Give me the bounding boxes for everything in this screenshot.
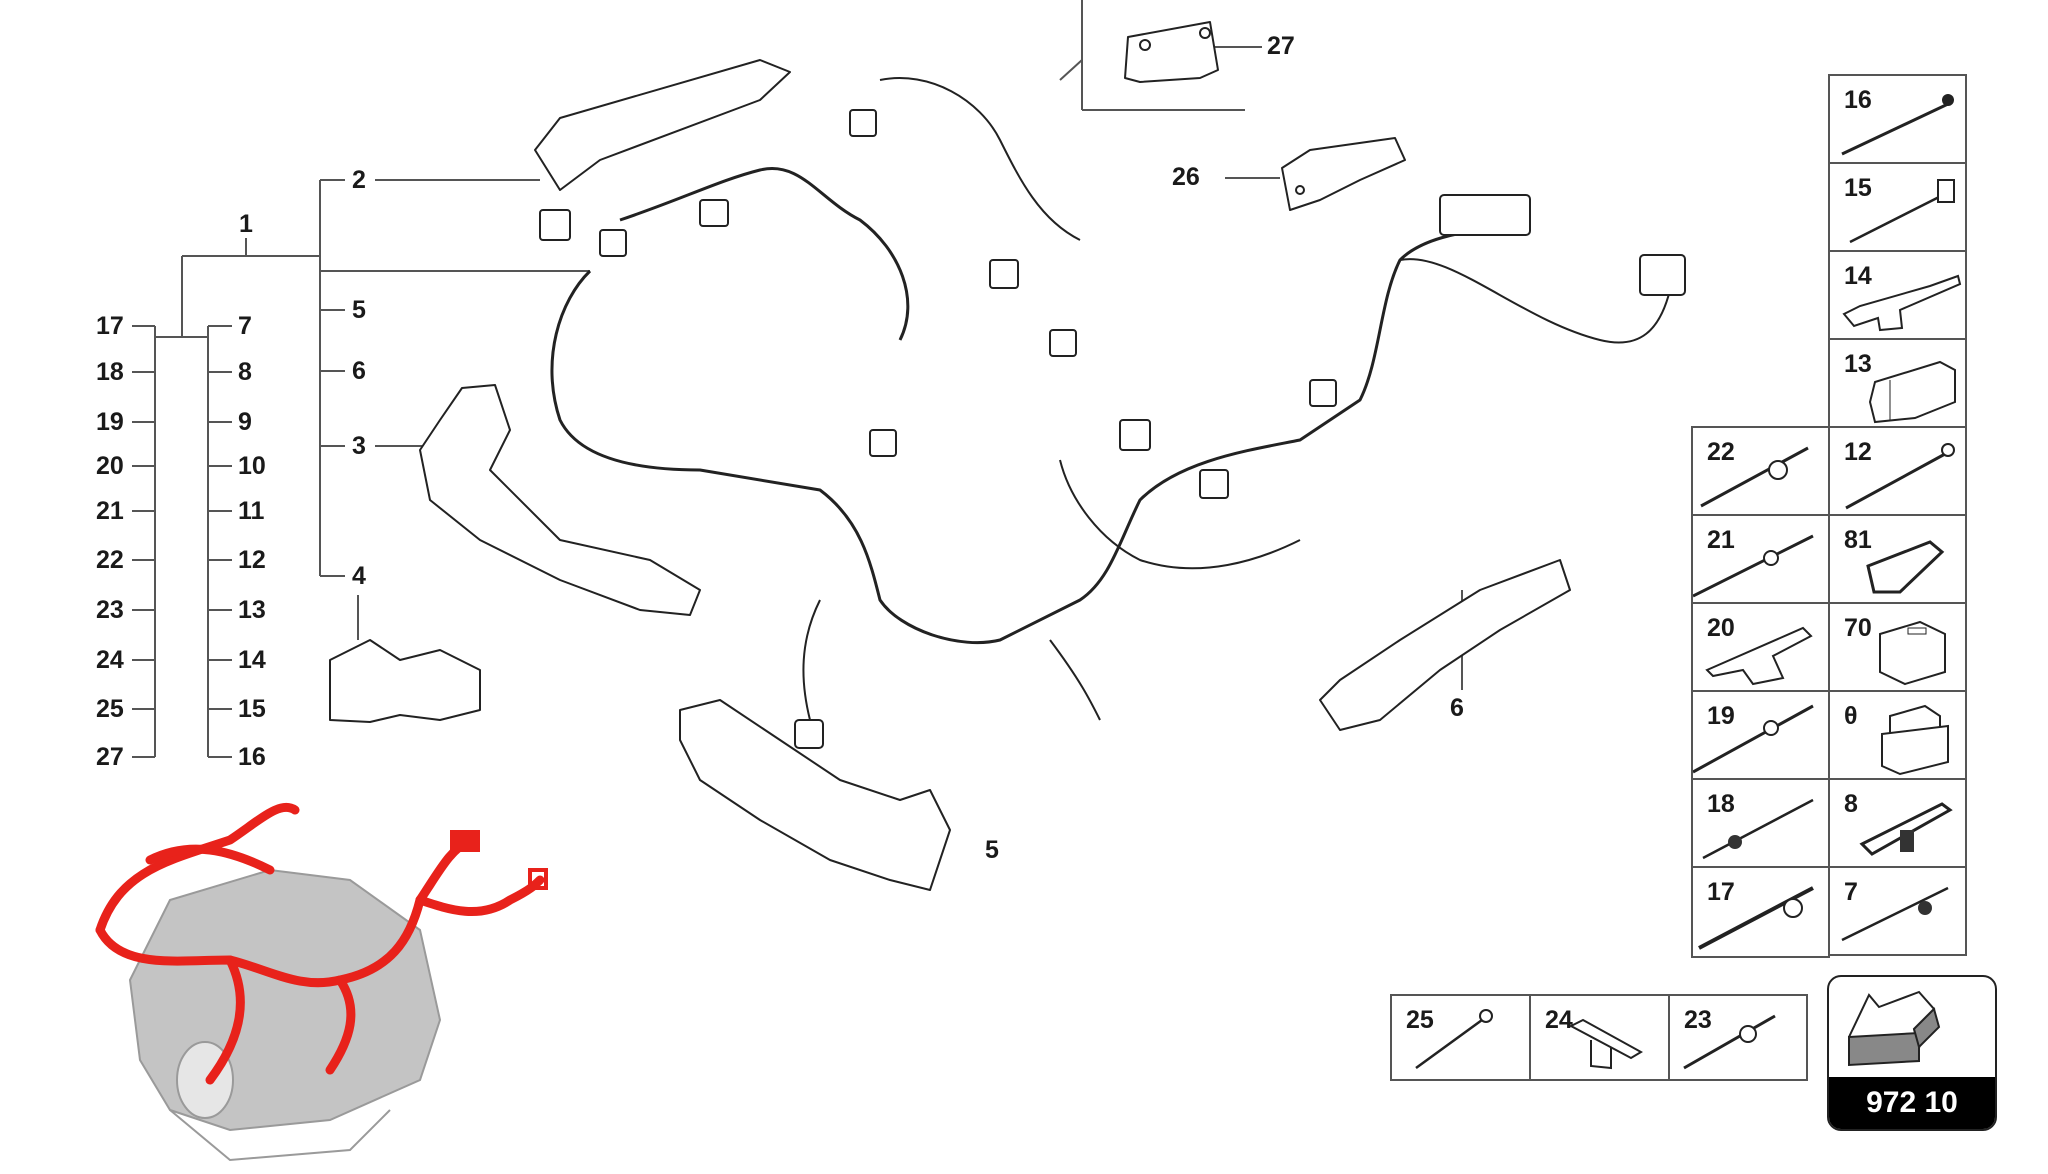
harness-cover-top	[534, 59, 791, 191]
cable-tie-anchor-icon	[1702, 798, 1814, 860]
fastener-cell-20[interactable]: 20	[1691, 602, 1830, 692]
callout-11[interactable]: 11	[238, 497, 265, 525]
connector-housing-icon	[1868, 360, 1956, 424]
catalog-section-badge: 972 10	[1827, 975, 1997, 1131]
cable-tie-clip-icon	[1698, 886, 1814, 950]
main-harness-frame	[550, 228, 1501, 645]
clip-block-stacked-icon	[1881, 704, 1949, 776]
callout-6-part[interactable]: 6	[1450, 694, 1464, 722]
fastener-cell-11[interactable]: 81	[1828, 514, 1967, 604]
edge-clip-tie-icon	[1705, 626, 1813, 686]
fastener-cell-10[interactable]: 70	[1828, 602, 1967, 692]
callout-27-part[interactable]: 27	[1267, 32, 1295, 60]
harness-duct-left	[419, 384, 701, 616]
cable-tie-disc-icon	[1693, 704, 1814, 774]
callout-21[interactable]: 21	[96, 497, 124, 525]
cable-holder-icon	[1866, 540, 1945, 594]
edge-clip-tie-icon	[1842, 274, 1962, 332]
callout-27[interactable]: 27	[96, 743, 124, 771]
cable-tie-icon	[1415, 1009, 1493, 1070]
callout-1[interactable]: 1	[239, 210, 253, 238]
cable-tie-clip-icon	[1849, 179, 1955, 244]
callout-25[interactable]: 25	[96, 695, 124, 723]
harness-duct-right	[1319, 559, 1571, 731]
bracket	[1281, 137, 1406, 211]
callout-4[interactable]: 4	[352, 562, 366, 590]
callout-24[interactable]: 24	[96, 646, 124, 674]
cable-tie-icon	[1841, 94, 1954, 156]
fastener-cell-12[interactable]: 12	[1828, 426, 1967, 516]
cable-tie-clip-icon	[1845, 443, 1955, 510]
edge-clip-icon	[1568, 1018, 1644, 1070]
callout-16[interactable]: 16	[238, 743, 266, 771]
harness-duct-lower	[679, 699, 951, 891]
fastener-cell-14[interactable]: 14	[1828, 250, 1967, 340]
fastener-cell-7[interactable]: 7	[1828, 866, 1967, 956]
callout-3[interactable]: 3	[352, 432, 366, 460]
fastener-cell-22[interactable]: 22	[1691, 426, 1830, 516]
view-direction-arrow-icon	[1848, 990, 1941, 1067]
callout-7[interactable]: 7	[238, 312, 252, 340]
callout-13[interactable]: 13	[238, 596, 266, 624]
fastener-cell-15[interactable]: 15	[1828, 162, 1967, 252]
callout-18[interactable]: 18	[96, 358, 124, 386]
fastener-cell-9[interactable]: θ	[1828, 690, 1967, 780]
callout-10[interactable]: 10	[238, 452, 266, 480]
callout-22[interactable]: 22	[96, 546, 124, 574]
callout-15[interactable]: 15	[238, 695, 266, 723]
callout-26-part[interactable]: 26	[1172, 163, 1200, 191]
callout-5-part[interactable]: 5	[985, 836, 999, 864]
cable-tie-anchor-icon	[1841, 886, 1949, 942]
fastener-cell-23[interactable]: 23	[1668, 994, 1808, 1081]
callout-20[interactable]: 20	[96, 452, 124, 480]
fastener-cell-17[interactable]: 17	[1691, 866, 1830, 958]
cover-plate	[1124, 21, 1219, 83]
section-code: 972 10	[1829, 1077, 1995, 1129]
fastener-cell-18[interactable]: 18	[1691, 778, 1830, 868]
fastener-cell-13[interactable]: 13	[1828, 338, 1967, 428]
engine-location-thumbnail	[95, 802, 548, 1162]
fastener-cell-24[interactable]: 24	[1529, 994, 1670, 1081]
fastener-cell-16[interactable]: 16	[1828, 74, 1967, 164]
callout-6[interactable]: 6	[352, 357, 366, 385]
callout-2[interactable]: 2	[352, 166, 366, 194]
cable-tie-disc-icon	[1693, 534, 1814, 598]
clip-block-icon	[1879, 620, 1946, 686]
callout-12[interactable]: 12	[238, 546, 266, 574]
fastener-cell-25[interactable]: 25	[1390, 994, 1531, 1081]
harness-bracket	[329, 639, 481, 723]
fir-tree-clip-icon	[1859, 802, 1953, 856]
callout-5[interactable]: 5	[352, 296, 366, 324]
cable-tie-disc-icon	[1683, 1014, 1776, 1070]
callout-9[interactable]: 9	[238, 408, 252, 436]
callout-17[interactable]: 17	[96, 312, 124, 340]
callout-19[interactable]: 19	[96, 408, 124, 436]
callout-14[interactable]: 14	[238, 646, 266, 674]
fastener-cell-21[interactable]: 21	[1691, 514, 1830, 604]
fastener-cell-8[interactable]: 8	[1828, 778, 1967, 868]
fastener-cell-19[interactable]: 19	[1691, 690, 1830, 780]
callout-8[interactable]: 8	[238, 358, 252, 386]
callout-23[interactable]: 23	[96, 596, 124, 624]
cable-tie-disc-icon	[1700, 446, 1809, 508]
